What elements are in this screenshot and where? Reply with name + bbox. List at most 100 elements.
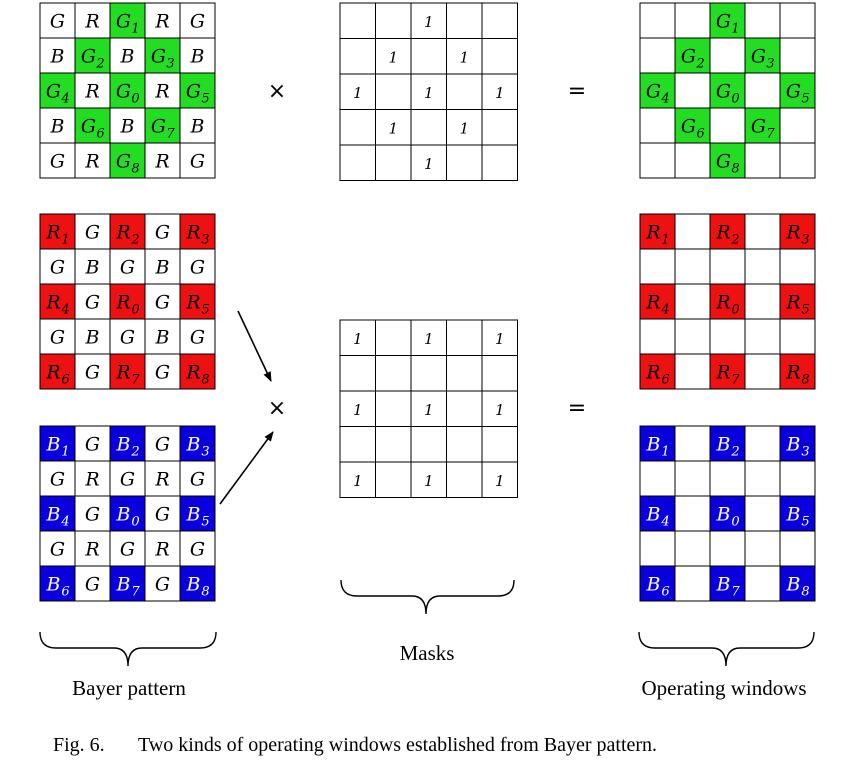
- cell-subscript: 8: [201, 373, 209, 388]
- grid-cell: [410, 426, 447, 463]
- cell-subscript: 8: [801, 373, 809, 388]
- grid-cell: [709, 530, 746, 567]
- multiply-sign-top: ×: [268, 79, 286, 104]
- grid-cell: [709, 283, 746, 320]
- cell-letter: G: [155, 222, 170, 244]
- grid-cell: [674, 565, 711, 602]
- cell-subscript: 7: [131, 373, 140, 388]
- cell-subscript: 1: [731, 22, 739, 37]
- brace-masks: [340, 579, 515, 615]
- cell-subscript: 7: [131, 585, 140, 600]
- grid-cell: [410, 319, 447, 356]
- grid-cell: [109, 530, 146, 567]
- mask-value: 1: [495, 330, 505, 348]
- grid-cell: [74, 425, 111, 462]
- grid-cell: [674, 213, 711, 250]
- cell-letter: B: [50, 46, 65, 68]
- grid-cell: [39, 248, 76, 285]
- cell-letter: G: [116, 81, 131, 103]
- grid-cell: [674, 530, 711, 567]
- grid-cell: [674, 248, 711, 285]
- grid-cell: [339, 390, 376, 427]
- cell-letter: G: [81, 116, 96, 138]
- grid-cell: [481, 2, 518, 39]
- grid-cell: [375, 355, 412, 392]
- cell-letter: B: [186, 434, 201, 456]
- cell-subscript: 1: [61, 445, 69, 460]
- grid-cell: [109, 283, 146, 320]
- grid-cell: [709, 107, 746, 144]
- cell-subscript: 0: [731, 92, 739, 107]
- grid-cell: [674, 425, 711, 462]
- grid-cell: [481, 426, 518, 463]
- grid-cell: [179, 530, 216, 567]
- grid-cell: [709, 37, 746, 74]
- mask-value: 1: [424, 84, 434, 102]
- cell-subscript: 3: [801, 233, 809, 248]
- cell-letter: R: [84, 11, 99, 33]
- cell-subscript: 7: [731, 373, 740, 388]
- cell-subscript: 8: [131, 162, 139, 177]
- grid-cell: [39, 2, 76, 39]
- mask-value: 1: [353, 330, 363, 348]
- cell-letter: R: [84, 469, 99, 491]
- cell-letter: R: [115, 222, 130, 244]
- brace-operating: [638, 631, 815, 667]
- grid-cell: [74, 530, 111, 567]
- cell-letter: R: [715, 222, 730, 244]
- cell-subscript: 0: [731, 515, 739, 530]
- grid-cell: [179, 37, 216, 74]
- grid-cell: [446, 2, 483, 39]
- cell-letter: G: [190, 257, 205, 279]
- mask-value: 1: [353, 84, 363, 102]
- cell-letter: G: [190, 11, 205, 33]
- cell-letter: R: [45, 362, 60, 384]
- cell-letter: B: [716, 574, 731, 596]
- grid-cell: [481, 355, 518, 392]
- cell-letter: G: [50, 257, 65, 279]
- grid-cell: [639, 283, 676, 320]
- cell-subscript: 4: [60, 515, 69, 530]
- grid-cell: [39, 530, 76, 567]
- mask-value: 1: [459, 48, 469, 66]
- cell-letter: G: [85, 574, 100, 596]
- grid-cell: [639, 425, 676, 462]
- grid-cell: [446, 355, 483, 392]
- grid-cell: [339, 319, 376, 356]
- cell-letter: R: [84, 539, 99, 561]
- mask-value: 1: [424, 13, 434, 31]
- grid-cell: [779, 530, 816, 567]
- cell-letter: B: [716, 504, 731, 526]
- cell-letter: R: [154, 151, 169, 173]
- cell-subscript: 2: [95, 57, 104, 72]
- cell-letter: G: [85, 504, 100, 526]
- grid-cell: [144, 565, 181, 602]
- cell-letter: B: [190, 46, 205, 68]
- grid-cell: [481, 319, 518, 356]
- cell-letter: B: [646, 504, 661, 526]
- cell-letter: G: [190, 539, 205, 561]
- cell-letter: G: [716, 151, 731, 173]
- cell-letter: B: [46, 504, 61, 526]
- grid-cell: [674, 318, 711, 355]
- grid-cell: [709, 318, 746, 355]
- grid-cell: [109, 318, 146, 355]
- cell-letter: R: [84, 151, 99, 173]
- cell-letter: G: [50, 539, 65, 561]
- grid-cell: [639, 37, 676, 74]
- cell-subscript: 1: [131, 22, 139, 37]
- grid-cell: [74, 495, 111, 532]
- cell-subscript: 8: [731, 162, 739, 177]
- cell-letter: B: [120, 116, 135, 138]
- grid-cell: [74, 565, 111, 602]
- grid-cell: [410, 390, 447, 427]
- cell-subscript: 7: [766, 127, 775, 142]
- multiply-sign-bottom: ×: [268, 396, 286, 421]
- grid-cell: [144, 72, 181, 109]
- grid-cell: [339, 144, 376, 181]
- arrow-from-blue: [219, 431, 274, 505]
